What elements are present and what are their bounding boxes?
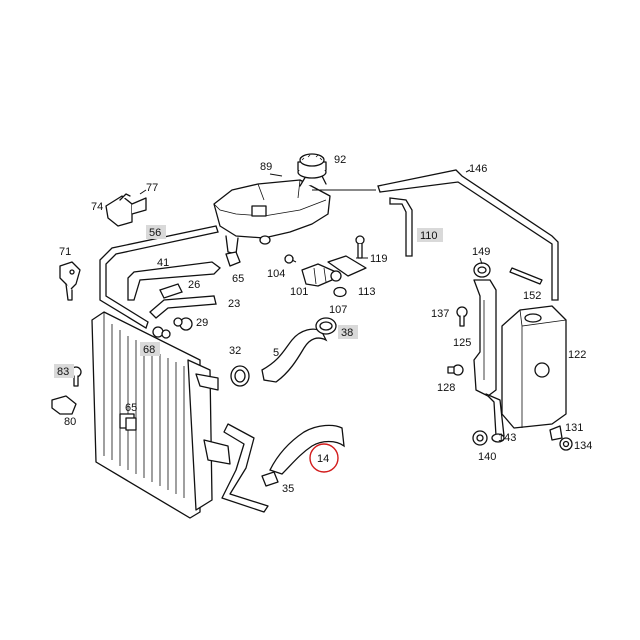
callout-29[interactable]: 29 bbox=[196, 317, 208, 329]
hose-26[interactable] bbox=[159, 283, 183, 299]
radiator[interactable] bbox=[91, 311, 231, 519]
bent-hose[interactable] bbox=[389, 197, 413, 257]
hose-41[interactable] bbox=[127, 261, 221, 301]
callout-65-lower[interactable]: 65 bbox=[125, 402, 137, 414]
screw-119[interactable] bbox=[355, 235, 365, 259]
washer-143[interactable] bbox=[491, 433, 505, 443]
label-box-110 bbox=[417, 228, 443, 242]
callout-5[interactable]: 5 bbox=[273, 347, 279, 359]
callout-113[interactable]: 113 bbox=[358, 286, 376, 298]
label-box-56 bbox=[146, 225, 166, 239]
callout-26[interactable]: 26 bbox=[188, 279, 200, 291]
grommet-149[interactable] bbox=[473, 262, 491, 278]
hose-5[interactable] bbox=[261, 328, 328, 383]
leader-line bbox=[479, 257, 483, 265]
radiator-cap[interactable] bbox=[297, 153, 327, 179]
callout-101[interactable]: 101 bbox=[290, 286, 308, 298]
clip-107[interactable] bbox=[333, 286, 347, 298]
highlight-circle-14 bbox=[309, 443, 339, 473]
callout-146[interactable]: 146 bbox=[469, 163, 487, 175]
callout-125[interactable]: 125 bbox=[453, 337, 471, 349]
callout-134[interactable]: 134 bbox=[574, 440, 592, 452]
callout-41[interactable]: 41 bbox=[157, 257, 169, 269]
callout-131[interactable]: 131 bbox=[565, 422, 583, 434]
callout-35[interactable]: 35 bbox=[282, 483, 294, 495]
clip-152[interactable] bbox=[509, 267, 543, 285]
lower-bracket-35[interactable] bbox=[221, 423, 279, 513]
label-box-38 bbox=[338, 325, 358, 339]
hose-clamp-68[interactable] bbox=[152, 326, 171, 339]
callout-71[interactable]: 71 bbox=[59, 246, 71, 258]
callout-149[interactable]: 149 bbox=[472, 246, 490, 258]
callout-56[interactable]: 56 bbox=[149, 227, 161, 239]
callout-32[interactable]: 32 bbox=[229, 345, 241, 357]
callout-137[interactable]: 137 bbox=[431, 308, 449, 320]
hose-clamp-38[interactable] bbox=[315, 317, 337, 335]
leader-line bbox=[291, 259, 297, 263]
callout-110[interactable]: 110 bbox=[420, 230, 438, 242]
overflow-hose[interactable] bbox=[377, 169, 559, 301]
clip-80[interactable] bbox=[51, 395, 77, 415]
leader-line bbox=[269, 173, 283, 177]
nut-128[interactable] bbox=[447, 364, 464, 376]
callout-107[interactable]: 107 bbox=[329, 304, 347, 316]
plate-113[interactable] bbox=[327, 255, 367, 277]
callout-14[interactable]: 14 bbox=[317, 453, 329, 465]
hose-clamp-32[interactable] bbox=[230, 365, 250, 387]
callout-140[interactable]: 140 bbox=[478, 451, 496, 463]
callout-77[interactable]: 77 bbox=[146, 182, 158, 194]
callout-119[interactable]: 119 bbox=[370, 253, 388, 265]
hose-23[interactable] bbox=[149, 295, 217, 319]
label-box-68 bbox=[140, 342, 160, 356]
clip-65-lower[interactable] bbox=[125, 417, 137, 431]
leader-line bbox=[139, 189, 147, 195]
radiator-tank-hose[interactable] bbox=[99, 225, 219, 329]
callout-23[interactable]: 23 bbox=[228, 298, 240, 310]
mounting-bracket[interactable] bbox=[59, 261, 81, 301]
hose-bracket[interactable] bbox=[105, 193, 147, 227]
nut-134[interactable] bbox=[559, 437, 573, 451]
callout-74[interactable]: 74 bbox=[91, 201, 103, 213]
callout-104[interactable]: 104 bbox=[267, 268, 285, 280]
callout-143[interactable]: 143 bbox=[498, 432, 516, 444]
callout-92[interactable]: 92 bbox=[334, 154, 346, 166]
nut-140[interactable] bbox=[472, 430, 488, 446]
callout-122[interactable]: 122 bbox=[568, 349, 586, 361]
callout-65-top[interactable]: 65 bbox=[232, 273, 244, 285]
drain-131[interactable] bbox=[549, 425, 563, 441]
callout-38[interactable]: 38 bbox=[341, 327, 353, 339]
thermostat-101[interactable] bbox=[301, 263, 342, 287]
callout-83[interactable]: 83 bbox=[57, 366, 69, 378]
callout-68[interactable]: 68 bbox=[143, 344, 155, 356]
label-box-83 bbox=[54, 364, 74, 378]
hose-clamp-29[interactable] bbox=[173, 317, 193, 331]
callout-89[interactable]: 89 bbox=[260, 161, 272, 173]
screw-137[interactable] bbox=[456, 306, 468, 327]
reservoir-tank-122[interactable] bbox=[501, 305, 567, 429]
lower-radiator-hose-14[interactable] bbox=[269, 424, 345, 475]
expansion-tank[interactable] bbox=[213, 175, 331, 255]
leader-line bbox=[465, 169, 471, 173]
o-ring-104[interactable] bbox=[284, 254, 294, 264]
callout-80[interactable]: 80 bbox=[64, 416, 76, 428]
callout-152[interactable]: 152 bbox=[523, 290, 541, 302]
clip-65-top[interactable] bbox=[225, 251, 241, 267]
callout-128[interactable]: 128 bbox=[437, 382, 455, 394]
